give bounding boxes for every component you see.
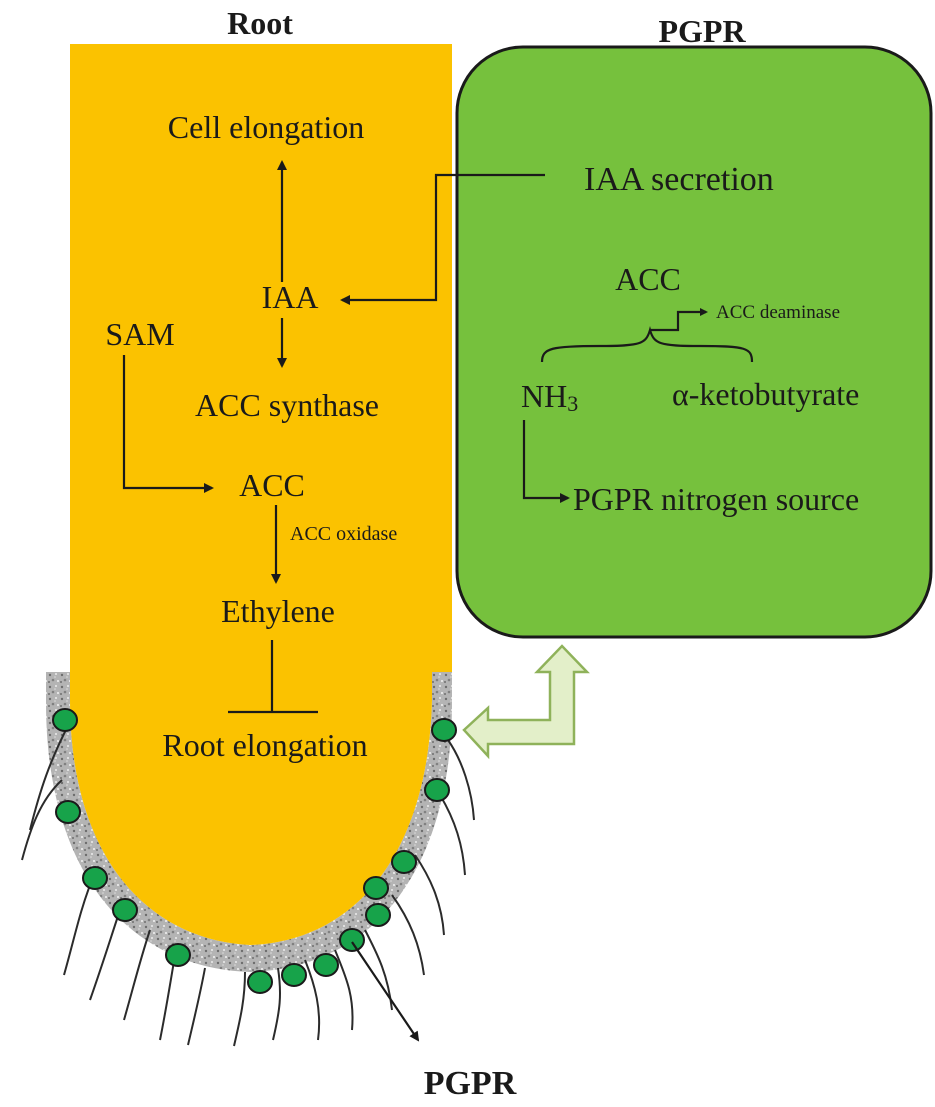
- exchange-arrow: [462, 644, 590, 760]
- label-acc-deaminase: ACC deaminase: [716, 302, 840, 323]
- label-nh3-base: NH: [521, 378, 567, 414]
- bacterium: [424, 778, 450, 802]
- bacterium: [391, 850, 417, 874]
- bacterium: [82, 866, 108, 890]
- label-nh3-subscript: 3: [567, 391, 578, 416]
- pgpr-pathway-arrows: [522, 308, 754, 503]
- root-body: [70, 44, 452, 945]
- bacterium: [55, 800, 81, 824]
- arrow-to-pgpr-label: [351, 941, 420, 1042]
- label-sam: SAM: [105, 316, 174, 352]
- label-acc-synthase: ACC synthase: [195, 387, 379, 423]
- label-iaa: IAA: [262, 279, 319, 315]
- label-acc: ACC: [239, 467, 305, 503]
- bacterium: [339, 928, 365, 952]
- label-root-elongation: Root elongation: [162, 727, 367, 763]
- label-pgpr-bottom: PGPR: [424, 1065, 517, 1102]
- label-acc-oxidase: ACC oxidase: [290, 523, 397, 545]
- bacterium: [165, 943, 191, 967]
- bacterium: [247, 970, 273, 994]
- bacterium: [431, 718, 457, 742]
- arrow-acc-deaminase: [650, 308, 708, 332]
- root-pathway-arrows: [122, 160, 545, 714]
- bacteria-cluster: [52, 708, 457, 994]
- label-pgpr-acc: ACC: [615, 261, 681, 297]
- label-nh3: NH3: [521, 378, 578, 416]
- arrow-iaa-secretion-to-iaa: [340, 173, 545, 305]
- bacterium: [313, 953, 339, 977]
- label-ketobutyrate: α-ketobutyrate: [672, 376, 859, 412]
- bacterium: [281, 963, 307, 987]
- arrow-nh3-to-nitrogen: [522, 420, 570, 503]
- bacterium: [112, 898, 138, 922]
- title-root: Root: [227, 5, 293, 41]
- bacterium: [52, 708, 78, 732]
- label-iaa-secretion: IAA secretion: [584, 161, 774, 198]
- label-nitrogen-source: PGPR nitrogen source: [573, 481, 859, 517]
- title-pgpr: PGPR: [658, 13, 746, 49]
- arrow-sam-to-acc: [122, 355, 214, 493]
- bacterium: [363, 876, 389, 900]
- label-cell-elongation: Cell elongation: [168, 109, 364, 145]
- pgpr-box: [455, 45, 933, 639]
- bacterium: [365, 903, 391, 927]
- label-ethylene: Ethylene: [221, 593, 335, 629]
